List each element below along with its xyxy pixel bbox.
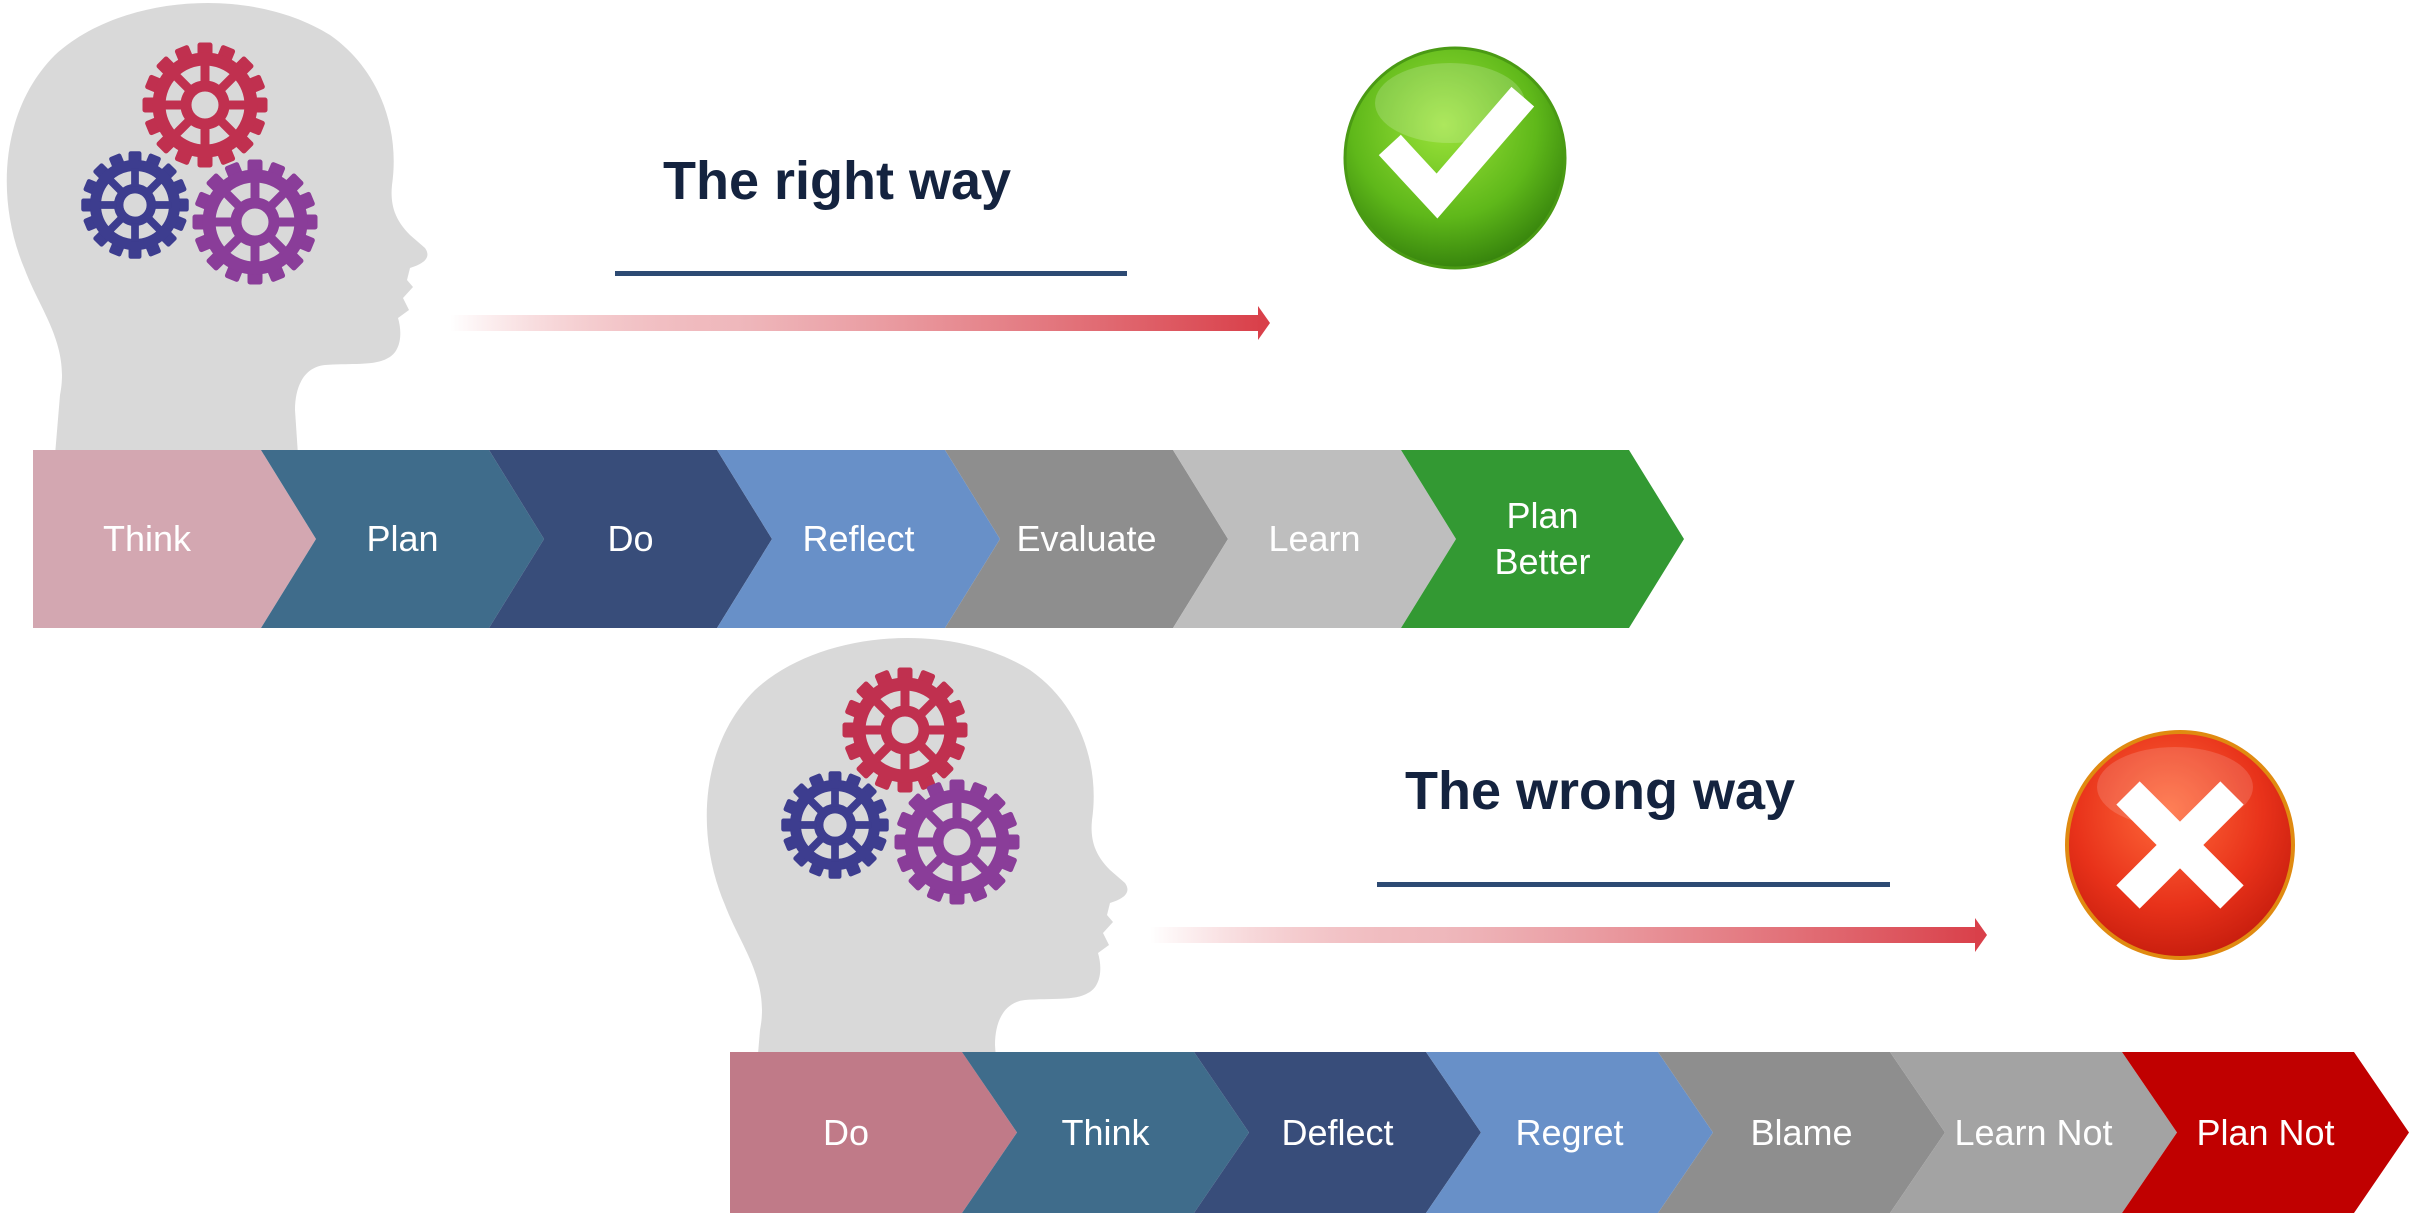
- chevron-step: Reflect: [717, 450, 1000, 628]
- check-icon: [1343, 46, 1567, 270]
- chevron-step-label: Deflect: [1281, 1111, 1394, 1153]
- head-bottom: [706, 637, 1128, 1090]
- cross-icon: [2065, 730, 2295, 960]
- chevron-step-label: Regret: [1515, 1111, 1624, 1153]
- chevron-step-label: Think: [1061, 1111, 1150, 1153]
- title-underline-top: [615, 271, 1127, 276]
- chevron-step-label: Evaluate: [1016, 518, 1157, 559]
- head-silhouette-icon: [6, 2, 428, 456]
- chevron-step-label: Plan: [366, 518, 439, 559]
- progress-arrow-bottom: [1150, 918, 1987, 952]
- head-top: [6, 2, 428, 456]
- chevron-step-label: Blame: [1750, 1111, 1853, 1153]
- chevron-step-label: Learn Not: [1954, 1111, 2113, 1153]
- chevron-step-label: Reflect: [802, 518, 915, 559]
- chevron-step-label: Plan Not: [2196, 1111, 2335, 1153]
- title-underline-bottom: [1377, 882, 1890, 887]
- title-right-way: The right way: [663, 151, 1012, 211]
- chevron-step-label: Do: [607, 518, 654, 559]
- chevron-step: Do: [730, 1052, 1017, 1213]
- progress-arrow-top: [450, 306, 1270, 340]
- title-wrong-way: The wrong way: [1405, 761, 1796, 821]
- chevron-step-label: Think: [102, 518, 192, 559]
- chevron-step-label: Do: [822, 1111, 870, 1153]
- chevron-step-label: Plan Better: [1494, 495, 1591, 582]
- chevron-step-label: Learn: [1268, 518, 1361, 559]
- chevron-step: Think: [33, 450, 316, 628]
